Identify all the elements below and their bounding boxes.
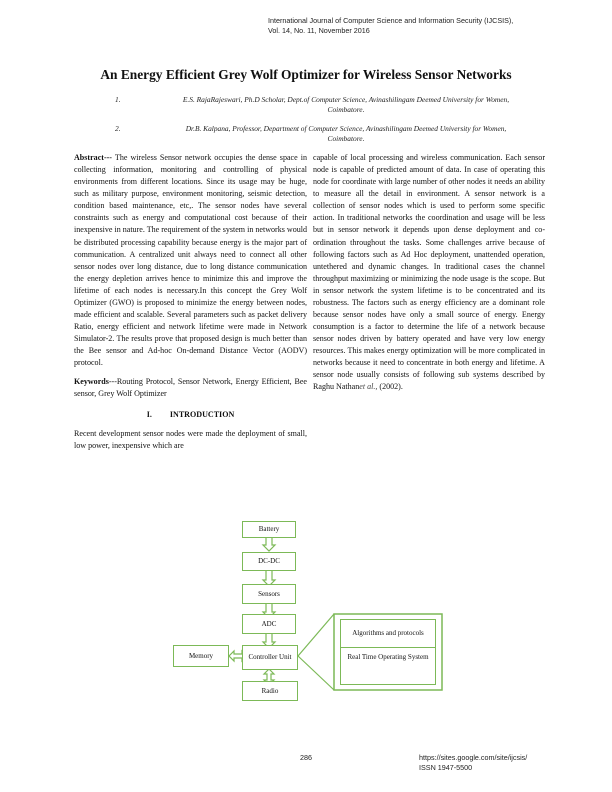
- radio-box: Radio: [242, 681, 298, 701]
- memory-box: Memory: [173, 645, 229, 667]
- journal-header: International Journal of Computer Scienc…: [268, 16, 513, 36]
- journal-volume: Vol. 14, No. 11, November 2016: [268, 26, 370, 35]
- footer-info: https://sites.google.com/site/ijcsis/ IS…: [419, 753, 527, 773]
- intro-paragraph-start: Recent development sensor nodes were mad…: [74, 428, 307, 450]
- issn: ISSN 1947-5500: [419, 763, 473, 772]
- adc-box: ADC: [242, 614, 296, 634]
- abstract-label: Abstract---: [74, 153, 112, 162]
- page-number: 286: [300, 753, 312, 762]
- keywords-label: Keywords: [74, 377, 109, 387]
- author-number: 1.: [115, 95, 121, 104]
- journal-name: International Journal of Computer Scienc…: [268, 16, 514, 25]
- keywords-text: ---Routing Protocol, Sensor Network, Ene…: [74, 377, 307, 399]
- sensors-box: Sensors: [242, 584, 296, 604]
- section-heading: I.INTRODUCTION: [146, 409, 235, 419]
- journal-url: https://sites.google.com/site/ijcsis/: [419, 753, 528, 762]
- battery-box: Battery: [242, 521, 296, 538]
- author-affiliation: Dr.B. Kalpana, Professor, Department of …: [185, 124, 507, 143]
- intro-paragraph-continued: capable of local processing and wireless…: [313, 153, 545, 392]
- right-column: capable of local processing and wireless…: [313, 152, 545, 394]
- left-column: Abstract--- The wireless Sensor network …: [74, 152, 307, 452]
- paper-title: An Energy Efficient Grey Wolf Optimizer …: [100, 67, 512, 82]
- algorithms-protocols-box: Algorithms and protocols: [340, 619, 436, 648]
- abstract: Abstract--- The wireless Sensor network …: [74, 152, 307, 369]
- controller-unit-box: Controller Unit: [242, 645, 298, 670]
- author-affiliation: E.S. RajaRajeswari, Ph.D Scholar, Dept.o…: [182, 95, 510, 114]
- keywords: Keywords---Routing Protocol, Sensor Netw…: [74, 376, 307, 400]
- dcdc-box: DC-DC: [242, 552, 296, 571]
- abstract-text: The wireless Sensor network occupies the…: [74, 153, 307, 368]
- author-number: 2.: [115, 124, 121, 133]
- rtos-box: Real Time Operating System: [340, 647, 436, 685]
